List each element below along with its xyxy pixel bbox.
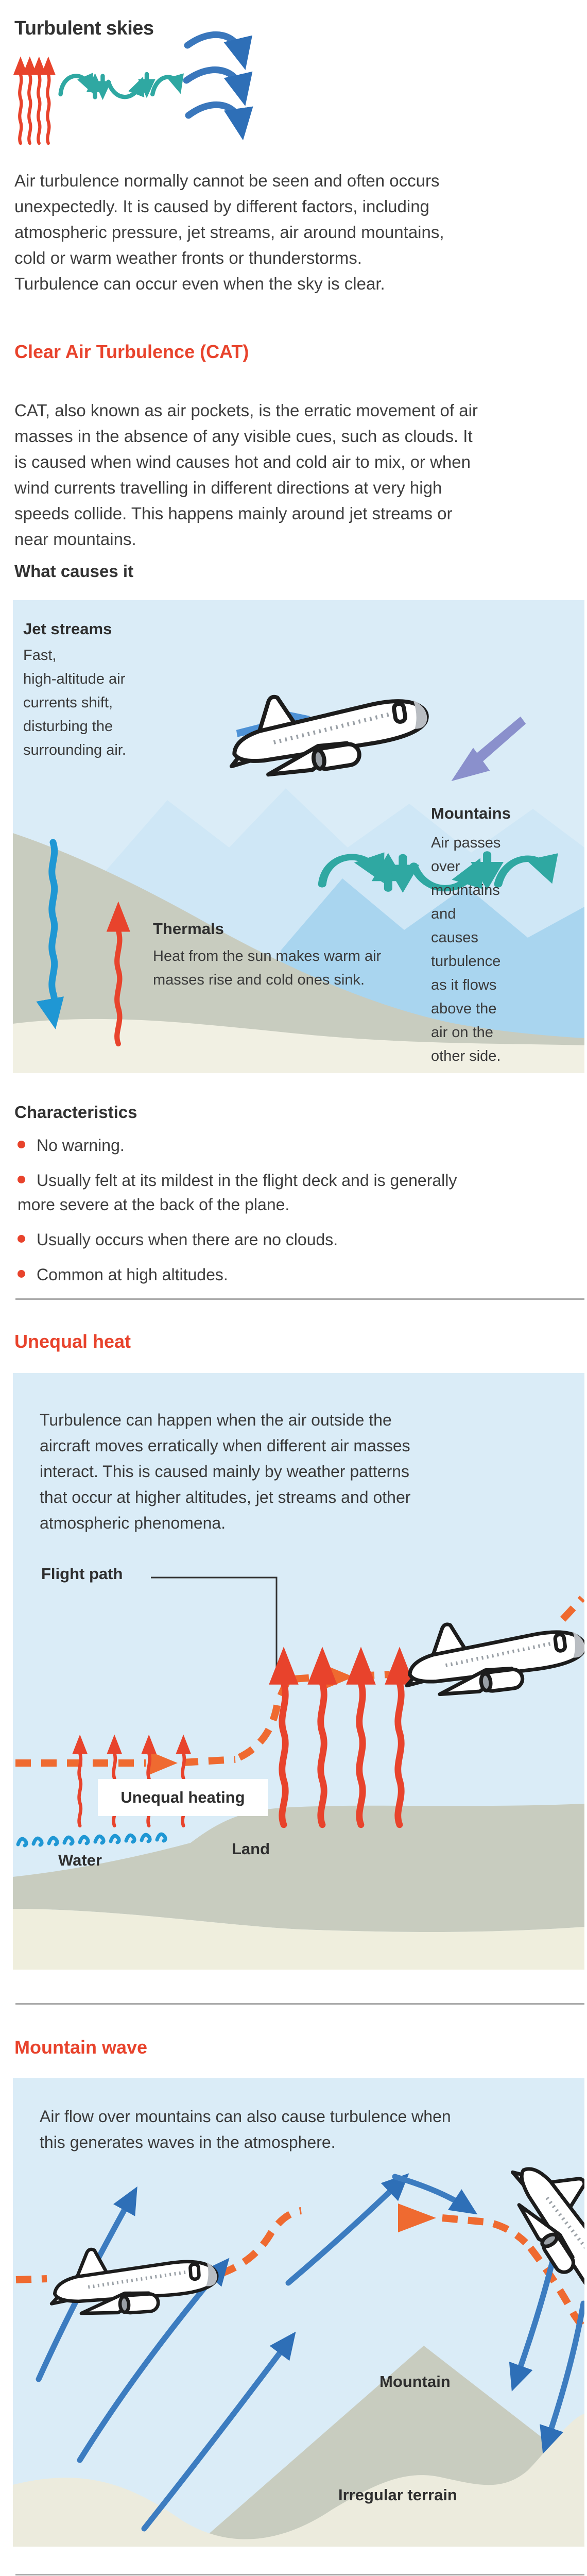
airplane-icon (400, 1608, 584, 1701)
list-item: Common at high altitudes. (18, 1263, 568, 1287)
bullet-icon (18, 1141, 25, 1148)
bullet-icon (18, 1270, 25, 1278)
bullet-text: Common at high altitudes. (37, 1265, 228, 1284)
mountain-wave-paragraph: Air flow over mountains can also cause t… (40, 2107, 451, 2151)
flight-path-arrowhead (398, 2204, 436, 2232)
flight-path-dashes (15, 2207, 584, 2330)
water-label: Water (58, 1851, 102, 1869)
jet-streams-label: Jet streams (23, 620, 112, 638)
unequal-heat-paragraph: Turbulence can happen when the air outsi… (40, 1411, 411, 1532)
cat-diagram-illustration (13, 600, 584, 1073)
jet-streams-text: Fast, high-altitude air currents shift, … (23, 647, 126, 758)
unequal-heating-label: Unequal heating (98, 1779, 268, 1816)
list-item: Usually occurs when there are no clouds. (18, 1228, 568, 1252)
heat-arrow (72, 1735, 88, 1826)
intro-paragraph: Air turbulence normally cannot be seen a… (14, 171, 444, 293)
section-divider (15, 2574, 584, 2575)
mountain-wave-heading: Mountain wave (14, 2037, 148, 2058)
wind-arrows-icon (183, 31, 253, 141)
mountain-downflow-arrow (451, 716, 526, 782)
thermals-label: Thermals (153, 920, 224, 938)
unequal-heat-heading: Unequal heat (14, 1331, 131, 1352)
bullet-text: Usually occurs when there are no clouds. (37, 1230, 338, 1249)
section-divider (15, 1298, 584, 1300)
heat-arrows-icon (12, 54, 56, 151)
cat-paragraph: CAT, also known as air pockets, is the e… (14, 401, 478, 549)
bullet-icon (18, 1176, 25, 1183)
unequal-heat-illustration (13, 1577, 584, 1970)
bullet-icon (18, 1235, 25, 1243)
irregular-terrain-label: Irregular terrain (338, 2486, 457, 2504)
heat-arrow (307, 1647, 337, 1825)
list-item: No warning. (18, 1133, 568, 1158)
flight-path-connector (151, 1577, 278, 1672)
what-causes-it-heading: What causes it (14, 562, 134, 581)
cold-air-sink-arrow (36, 839, 64, 1029)
section-divider (15, 2003, 584, 2005)
mountains-text: Air passes over mountains and causes tur… (431, 835, 501, 1064)
thermals-text: Heat from the sun makes warm air masses … (153, 948, 382, 988)
characteristics-heading: Characteristics (14, 1103, 137, 1122)
water-waves-icon (16, 1832, 167, 1848)
flight-path-label: Flight path (41, 1565, 123, 1583)
list-item: Usually felt at its mildest in the fligh… (18, 1168, 568, 1217)
turbulence-swirl-icon (56, 53, 184, 127)
mountains-label: Mountains (431, 804, 511, 822)
mountain-wave-illustration (13, 2078, 584, 2547)
characteristics-list: No warning. Usually felt at its mildest … (18, 1133, 568, 1298)
bullet-text: Usually felt at its mildest in the fligh… (18, 1171, 457, 1214)
land-label: Land (232, 1840, 270, 1858)
mountain-label: Mountain (379, 2372, 451, 2391)
mountain-wave-panel: Air flow over mountains can also cause t… (13, 2078, 584, 2547)
page-title: Turbulent skies (14, 18, 154, 39)
heat-arrow (269, 1647, 299, 1825)
cat-diagram-panel: Jet streams Fast, high-altitude air curr… (13, 600, 584, 1073)
heat-arrow (346, 1647, 376, 1825)
bullet-text: No warning. (37, 1136, 125, 1155)
cat-heading: Clear Air Turbulence (CAT) (14, 341, 249, 362)
unequal-heat-panel: Turbulence can happen when the air outsi… (13, 1373, 584, 1970)
